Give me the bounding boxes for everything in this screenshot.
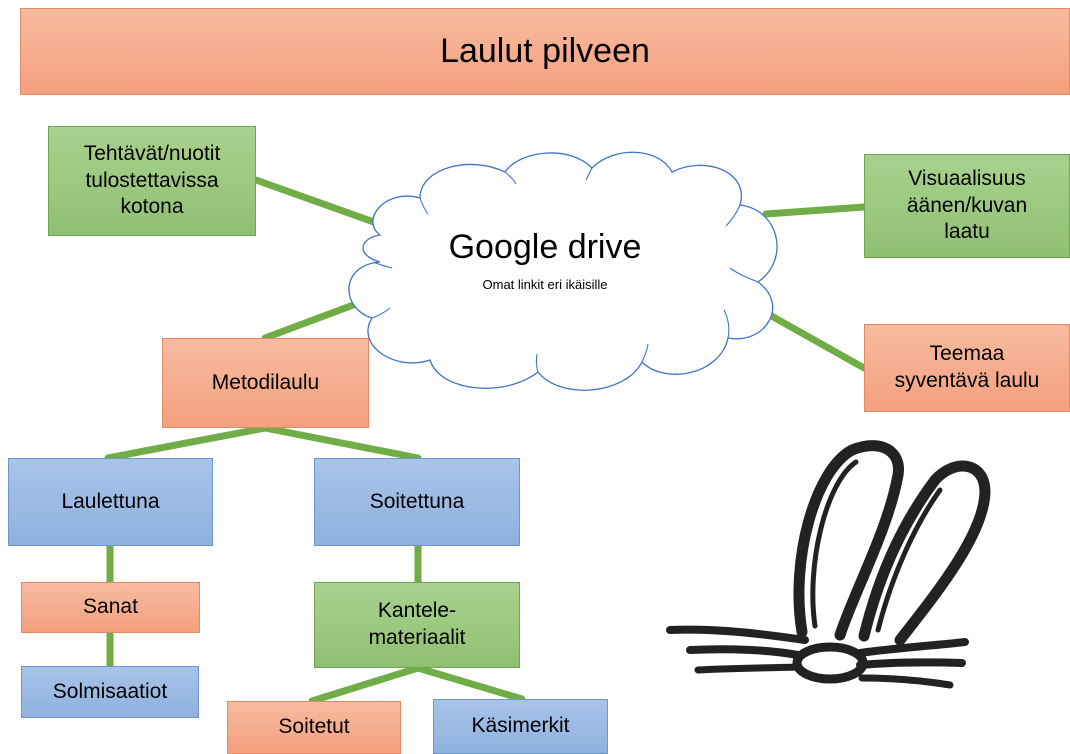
node-visuaalisuus: Visuaalisuus äänen/kuvan laatu xyxy=(864,154,1070,258)
connector-tehtavat xyxy=(252,176,386,229)
node-soitettuna: Soitettuna xyxy=(314,458,520,546)
node-tehtavat: Tehtävät/nuotit tulostettavissa kotona xyxy=(48,126,256,236)
node-solmisaatiot: Solmisaatiot xyxy=(21,666,199,718)
cloud-title: Google drive xyxy=(448,228,642,266)
connector-kasimerkit xyxy=(414,664,526,703)
nose-shape xyxy=(792,642,868,684)
node-soitetut: Soitetut xyxy=(227,701,401,754)
diagram-title: Laulut pilveen xyxy=(20,8,1070,95)
connector-visuaalisuus xyxy=(762,203,868,218)
node-metodilaulu: Metodilaulu xyxy=(162,338,369,428)
connector-soitetut xyxy=(308,664,422,705)
node-laulettuna: Laulettuna xyxy=(8,458,213,546)
cloud-subtitle: Omat linkit eri ikäisille xyxy=(482,277,608,292)
connector-laulettuna xyxy=(104,424,269,462)
connector-soitettuna xyxy=(261,424,422,462)
node-teemaa: Teemaa syventävä laulu xyxy=(864,324,1070,412)
node-kasimerkit: Käsimerkit xyxy=(433,699,608,754)
connector-metodilaulu xyxy=(261,300,360,342)
node-sanat: Sanat xyxy=(21,582,200,633)
node-kantele: Kantele- materiaalit xyxy=(314,582,520,668)
